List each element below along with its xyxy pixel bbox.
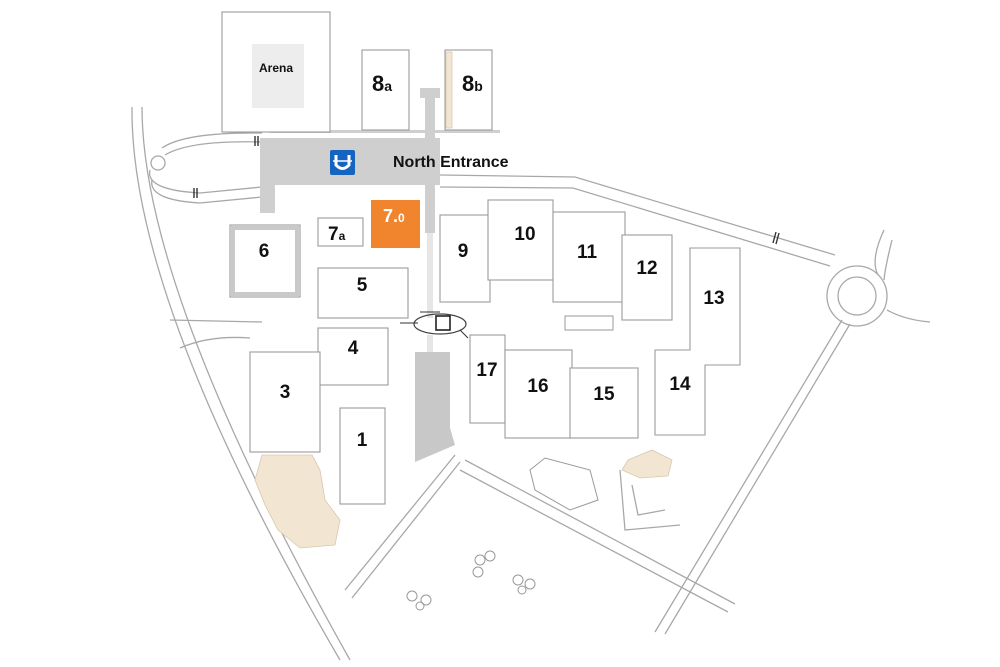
hall-3-label[interactable]: 3	[280, 382, 291, 403]
road-west-spur	[148, 169, 263, 194]
road-south-b	[459, 469, 729, 613]
arena-connector	[270, 130, 500, 133]
hall-11-label[interactable]: 11	[577, 242, 598, 263]
road-west-inner	[141, 106, 351, 661]
road-network	[131, 106, 931, 661]
road-east-north	[874, 229, 885, 276]
road-southeast-a	[654, 319, 843, 633]
hall-10-outline	[487, 199, 554, 281]
hall-13-14-outline	[654, 247, 741, 436]
hall-6-label[interactable]: 6	[259, 241, 270, 262]
hall-7a-outline	[317, 217, 364, 247]
hall-13-label[interactable]: 13	[703, 288, 724, 309]
south-entrance-building	[415, 352, 455, 462]
hall-10-label[interactable]: 10	[514, 224, 535, 245]
roundabout-west	[150, 155, 166, 171]
hall-15-label[interactable]: 15	[593, 384, 615, 405]
hall-12-label[interactable]: 12	[636, 258, 657, 279]
north-entrance-label: North Entrance	[393, 154, 509, 171]
hall-16-label[interactable]: 16	[527, 376, 548, 397]
hall-17-outline	[469, 334, 506, 424]
road-north-link	[164, 141, 263, 156]
road-southwest-a	[344, 454, 456, 591]
u-bahn-icon	[330, 150, 355, 175]
beige-8b-strip	[445, 51, 453, 129]
hall-1-outline	[339, 407, 386, 505]
road-mid-west2	[179, 336, 251, 349]
hall-70-highlight[interactable]	[371, 200, 420, 248]
hall-5-outline	[317, 267, 409, 319]
hall-15-outline	[569, 367, 639, 439]
hall-17-label[interactable]: 17	[476, 360, 497, 381]
hall-14-label[interactable]: 14	[669, 374, 691, 395]
hall-1-label[interactable]: 1	[357, 430, 368, 451]
hall-8b-outline	[444, 49, 493, 131]
arena-floor	[252, 44, 304, 108]
road-north-link2	[161, 132, 263, 149]
hall-4-label[interactable]: 4	[348, 338, 359, 359]
road-loop	[619, 469, 681, 531]
road-mid-west	[169, 319, 263, 323]
hall-6-inner	[231, 226, 299, 296]
hall-70-label[interactable]: 7.0	[383, 206, 405, 226]
road-west-outer	[131, 106, 341, 661]
tree-patch	[564, 315, 614, 331]
hall-8a-outline	[361, 49, 410, 131]
hall-3-outline	[249, 351, 321, 453]
hall-16-outline	[504, 349, 573, 439]
road-southeast-b	[664, 323, 851, 635]
beige-plaza-west	[254, 454, 341, 549]
beige-pavilion	[621, 449, 673, 479]
hall-7a-label[interactable]: 7a	[328, 224, 346, 245]
hall-5-label[interactable]: 5	[357, 275, 368, 296]
hall-11-outline	[552, 211, 626, 303]
hall-8b-label[interactable]: 8b	[462, 71, 483, 96]
north-bridge	[425, 88, 435, 233]
road-east-north2	[883, 239, 893, 281]
road-south-a	[464, 459, 736, 605]
parking-icon	[435, 315, 451, 331]
trees-south	[406, 550, 536, 611]
arena-label: Arena	[259, 61, 293, 75]
central-parking	[400, 311, 469, 339]
road-west-spur2	[151, 179, 263, 204]
road-east-out	[886, 309, 931, 323]
roundabout-east-outer	[826, 265, 888, 327]
road-markers	[193, 136, 780, 245]
hall-9-outline	[439, 214, 491, 303]
hall-12-outline	[621, 234, 673, 321]
road-northeast-b	[439, 186, 831, 267]
hall-9-label[interactable]: 9	[458, 241, 469, 262]
central-walk	[427, 233, 433, 318]
concourse-stub	[260, 185, 275, 213]
hall-8a-label[interactable]: 8a	[372, 71, 392, 96]
bridge-head	[420, 88, 440, 98]
south-structure	[529, 457, 599, 511]
road-northeast-a	[439, 174, 836, 256]
hall-6-outline	[229, 224, 301, 298]
roundabout-east	[837, 276, 877, 316]
road-southwest-b	[351, 461, 461, 599]
road-loop2	[631, 484, 666, 516]
beige-areas	[254, 51, 673, 549]
hall-outlines	[221, 11, 741, 505]
